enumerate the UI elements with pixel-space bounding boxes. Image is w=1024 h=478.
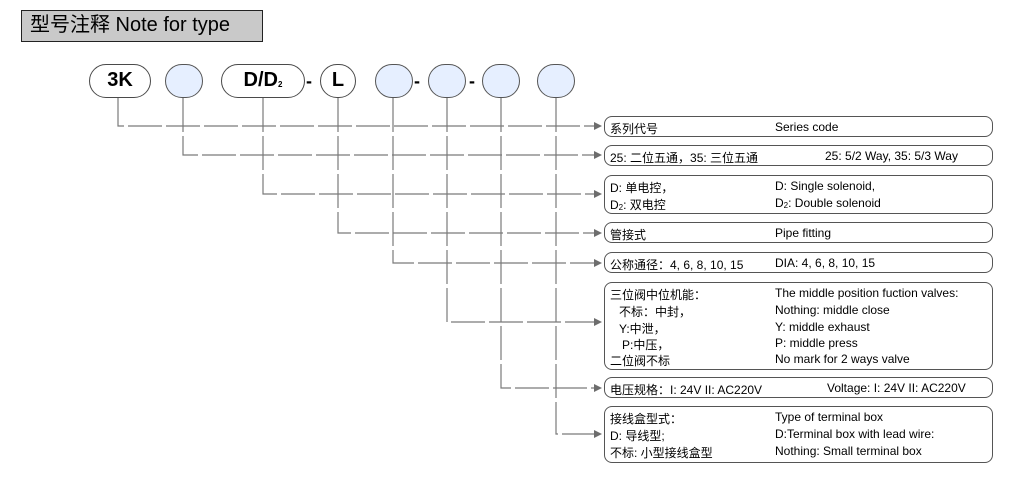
arrow-head-icon [594, 318, 602, 326]
note-ways: 25: 二位五通，35: 三位五通 25: 5/2 Way, 35: 5/3 W… [604, 145, 993, 166]
code-diameter-slot [375, 64, 413, 98]
code-middle-function-slot [428, 64, 466, 98]
note-terminal-box: 接线盒型式： D: 导线型; 不标: 小型接线盒型 Type of termin… [604, 406, 993, 463]
code-terminal-box-slot [537, 64, 575, 98]
connector-line [262, 98, 595, 195]
code-series: 3K [89, 64, 151, 98]
note-diameter: 公称通径：4, 6, 8, 10, 15 DIA: 4, 6, 8, 10, 1… [604, 252, 993, 273]
separator-dash: - [469, 71, 475, 91]
note-middle-function: 三位阀中位机能： 不标：中封， Y:中泄， P:中压， 二位阀不标 The mi… [604, 282, 993, 370]
arrow-head-icon [594, 151, 602, 159]
connector-line [500, 98, 595, 389]
code-fitting: L [320, 64, 356, 98]
connector-line [392, 98, 595, 264]
note-series-code: 系列代号 Series code [604, 116, 993, 137]
connector-line [446, 98, 595, 323]
note-solenoid: D: 单电控， D2: 双电控 D: Single solenoid, D2: … [604, 175, 993, 214]
separator-dash: - [306, 71, 312, 91]
arrow-head-icon [594, 259, 602, 267]
arrow-head-icon [594, 190, 602, 198]
arrow-head-icon [594, 122, 602, 130]
code-voltage-slot [482, 64, 520, 98]
arrow-head-icon [594, 384, 602, 392]
page-title: 型号注释 Note for type [21, 10, 263, 42]
note-pipe-fitting: 管接式 Pipe fitting [604, 222, 993, 243]
connector-line [337, 98, 595, 234]
connector-line [555, 98, 595, 435]
arrow-head-icon [594, 430, 602, 438]
code-ways-slot [165, 64, 203, 98]
connector-line [117, 98, 595, 127]
arrow-head-icon [594, 229, 602, 237]
code-solenoid: D/D2 [221, 64, 305, 98]
connector-line [182, 98, 595, 156]
note-voltage: 电压规格：I: 24V II: AC220V Voltage: I: 24V I… [604, 377, 993, 398]
separator-dash: - [414, 71, 420, 91]
